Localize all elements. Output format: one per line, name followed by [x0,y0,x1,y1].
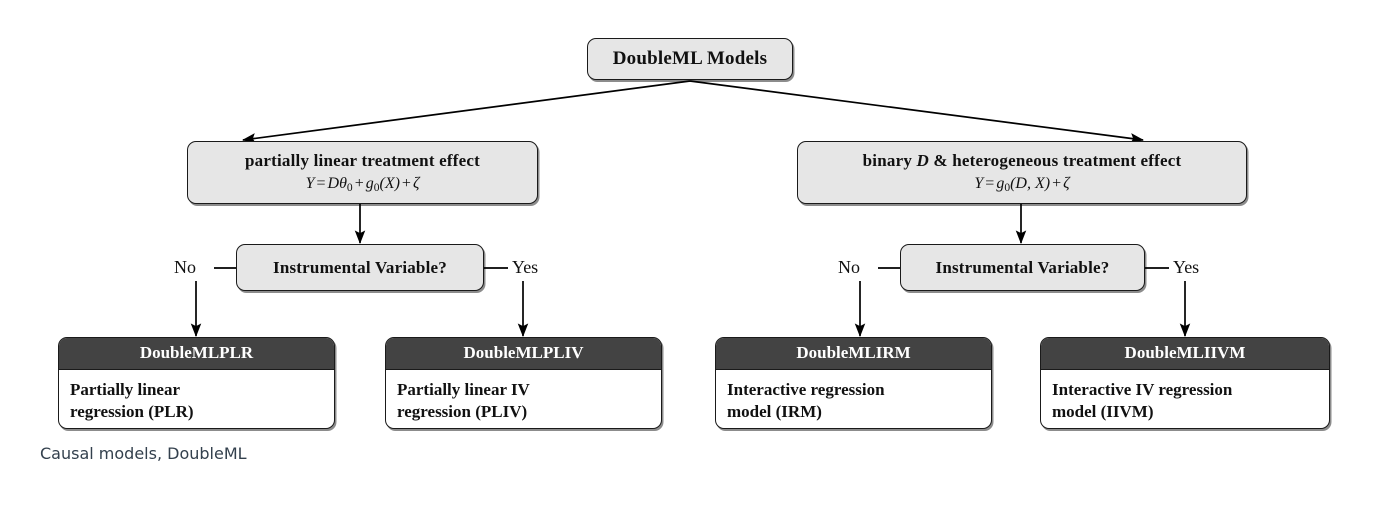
model-card-irm-header: DoubleMLIRM [716,338,991,370]
model-card-iivm-header: DoubleMLIIVM [1041,338,1329,370]
edge-root-to-heterogeneous [689,80,1145,144]
het-eq-plus1: + [1052,174,1062,192]
eq-term2-fn: g [365,174,374,192]
model-card-irm[interactable]: DoubleMLIRM Interactive regression model… [715,337,992,429]
het-eq-lhs: Y [974,174,984,192]
right-branch-label-no: No [838,257,860,278]
het-eq-term2: ζ [1063,174,1070,192]
eq-equals: = [316,174,326,192]
het-eq-term1-sub: 0 [1004,182,1011,195]
eq-term1-param: θ [339,174,347,192]
node-heterogeneous-treatment-effect[interactable]: binary D & heterogeneous treatment effec… [797,141,1247,204]
het-title-pre: binary [862,150,917,170]
model-card-irm-body-line2: model (IRM) [727,402,822,422]
node-doubleml-models[interactable]: DoubleML Models [587,38,793,80]
right-branch-label-yes: Yes [1173,257,1199,278]
model-card-pliv-body-line1: Partially linear IV [397,380,530,399]
het-title-post: & heterogeneous treatment effect [928,150,1182,170]
model-card-plr-body: Partially linear regression (PLR) [59,370,334,428]
het-eq-term1-arg: (D, X) [1010,174,1051,192]
left-branch-label-yes: Yes [512,257,538,278]
model-card-pliv-body-line2: regression (PLIV) [397,402,528,422]
model-card-plr-body-line2: regression (PLR) [70,402,194,422]
node-right-instrumental-variable-decision[interactable]: Instrumental Variable? [900,244,1145,291]
model-card-iivm[interactable]: DoubleMLIIVM Interactive IV regression m… [1040,337,1330,429]
left-branch-label-no: No [174,257,196,278]
model-card-irm-body: Interactive regression model (IRM) [716,370,991,428]
left-no-text: No [174,257,196,277]
model-card-pliv[interactable]: DoubleMLPLIV Partially linear IV regress… [385,337,662,429]
node-partially-linear-treatment-effect[interactable]: partially linear treatment effect Y=Dθ0+… [187,141,538,204]
node-left-instrumental-variable-decision[interactable]: Instrumental Variable? [236,244,484,291]
eq-term1-var: D [327,174,340,192]
node-heterogeneous-title: binary D & heterogeneous treatment effec… [863,150,1182,171]
eq-plus2: + [401,174,411,192]
model-card-plr-header: DoubleMLPLR [59,338,334,370]
model-card-plr[interactable]: DoubleMLPLR Partially linear regression … [58,337,335,429]
figure-caption: Causal models, DoubleML [40,444,247,463]
eq-term2-arg: (X) [379,174,400,192]
node-doubleml-models-label: DoubleML Models [612,48,768,70]
node-partially-linear-equation: Y=Dθ0+g0(X)+ζ [306,174,420,196]
het-eq-term1-fn: g [996,174,1005,192]
right-yes-text: Yes [1173,257,1200,277]
model-card-plr-body-line1: Partially linear [70,380,181,399]
right-no-text: No [838,257,860,277]
het-eq-equals: = [985,174,995,192]
model-card-pliv-header: DoubleMLPLIV [386,338,661,370]
model-card-iivm-body-line1: Interactive IV regression [1052,380,1233,399]
figure-caption-text: Causal models, DoubleML [40,444,247,463]
eq-lhs: Y [305,174,315,192]
node-partially-linear-title: partially linear treatment effect [245,150,480,170]
eq-term1-sub: 0 [346,182,353,195]
node-heterogeneous-equation: Y=g0(D, X)+ζ [974,174,1069,196]
het-title-var: D [916,150,929,170]
right-decision-label: Instrumental Variable? [935,257,1110,277]
eq-plus1: + [354,174,364,192]
left-decision-label: Instrumental Variable? [273,257,447,277]
eq-term3: ζ [412,174,420,192]
model-card-iivm-body-line2: model (IIVM) [1052,402,1154,422]
edge-root-to-partially-linear [241,80,691,144]
left-yes-text: Yes [512,257,539,277]
eq-term2-sub: 0 [373,182,380,195]
model-card-irm-body-line1: Interactive regression [727,380,885,399]
model-card-iivm-body: Interactive IV regression model (IIVM) [1041,370,1329,428]
model-card-pliv-body: Partially linear IV regression (PLIV) [386,370,661,428]
